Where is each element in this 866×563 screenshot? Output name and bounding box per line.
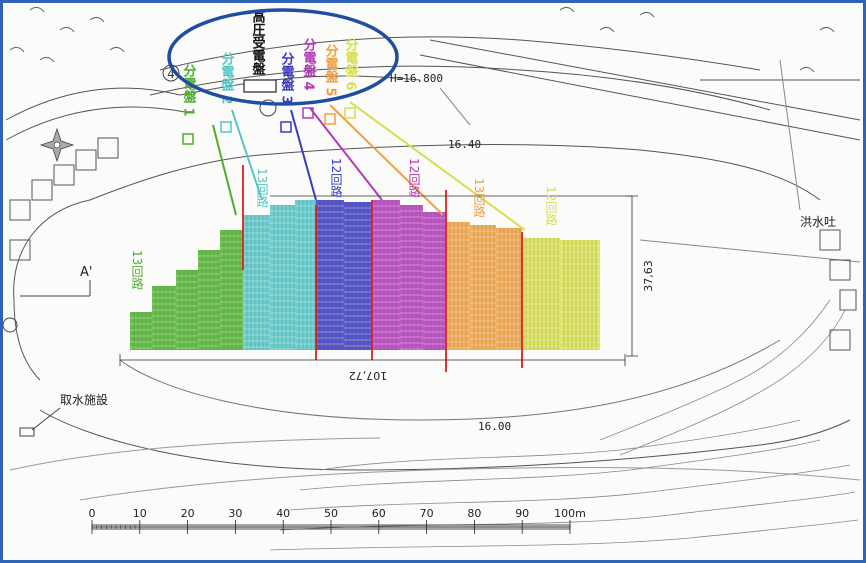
- scale-tick-label: 40: [276, 507, 290, 520]
- panel-block-6: [522, 238, 560, 350]
- panel-block-4: [400, 205, 423, 350]
- circuit-label-3: 12回路: [329, 158, 343, 198]
- receiving-panel-symbol: [243, 79, 277, 93]
- panel-block-1: [130, 312, 152, 350]
- scale-tick-label: 60: [372, 507, 386, 520]
- contour-lines: [269, 299, 859, 551]
- panel-block-4: [372, 200, 400, 350]
- north-arrow-icon: [39, 127, 75, 163]
- feeder-lines: [212, 101, 526, 231]
- vegetation-symbols: [9, 6, 835, 73]
- panel-block-3: [316, 200, 344, 350]
- scale-tick-label: 80: [467, 507, 481, 520]
- panel-block-3: [344, 202, 372, 350]
- block-dividers: [242, 165, 523, 372]
- elevation-1: 16.40: [448, 138, 481, 151]
- width-dimension: 107,72: [349, 369, 388, 382]
- panel-block-4: [423, 212, 446, 350]
- panel-block-2: [270, 205, 295, 350]
- panel-block-1: [198, 250, 220, 350]
- section-marker-circle-left: [2, 317, 18, 333]
- panel-block-2: [295, 200, 316, 350]
- scale-tick-label: 10: [133, 507, 147, 520]
- dimension-lines: [119, 195, 638, 366]
- circuit-labels: 13回路 13回路 12回路 12回路 13回路 12回路: [130, 158, 558, 290]
- circuit-label-5: 13回路: [472, 178, 486, 218]
- height-dimension: 37,63: [642, 260, 655, 292]
- retaining-wall: [9, 137, 857, 351]
- intake-label: 取水施設: [60, 392, 108, 407]
- intake-symbol: [19, 427, 35, 437]
- panel-block-5: [496, 228, 522, 350]
- scale-tick-label: 100m: [554, 507, 586, 520]
- distribution-board-6: 分電盤 6: [343, 37, 360, 90]
- distribution-board-1: 分電盤 1: [181, 63, 198, 116]
- elevation-2: 16.00: [478, 420, 511, 433]
- distribution-board-4: 分電盤 4: [301, 37, 318, 90]
- distribution-board-5: 分電盤 5: [323, 43, 340, 96]
- intake-leader: [31, 407, 61, 431]
- scale-tick-label: 20: [181, 507, 195, 520]
- distribution-board-3: 分電盤 3: [279, 51, 296, 104]
- scale-tick-label: 30: [228, 507, 242, 520]
- panel-block-2: [243, 215, 270, 350]
- scale-tick-label: 50: [324, 507, 338, 520]
- section-marker-circle: [259, 99, 277, 117]
- circuit-label-2: 13回路: [255, 168, 269, 208]
- panel-block-5: [470, 225, 496, 350]
- distribution-board-2: 分電盤 2: [219, 51, 236, 104]
- section-label: A': [80, 265, 92, 280]
- highlight-ellipse: [167, 8, 399, 106]
- panel-array: [130, 200, 600, 350]
- scale-tick-label: 70: [420, 507, 434, 520]
- scale-bar: 0 10 20 30 40 50 60 70 80 90 100m: [89, 507, 586, 534]
- receiving-panel-label: 高圧受電盤: [250, 9, 267, 76]
- scale-tick-label: 90: [515, 507, 529, 520]
- scale-tick-label: 0: [89, 507, 96, 520]
- marker-4-label: 4: [167, 67, 175, 81]
- circuit-label-6: 12回路: [544, 186, 558, 226]
- spillway-label: 洪水吐: [800, 215, 836, 229]
- terrain-lines: [5, 36, 861, 501]
- elevation-h-label: H=16.800: [390, 72, 443, 85]
- circuit-label-1: 13回路: [130, 250, 144, 290]
- circuit-label-4: 12回路: [407, 158, 421, 198]
